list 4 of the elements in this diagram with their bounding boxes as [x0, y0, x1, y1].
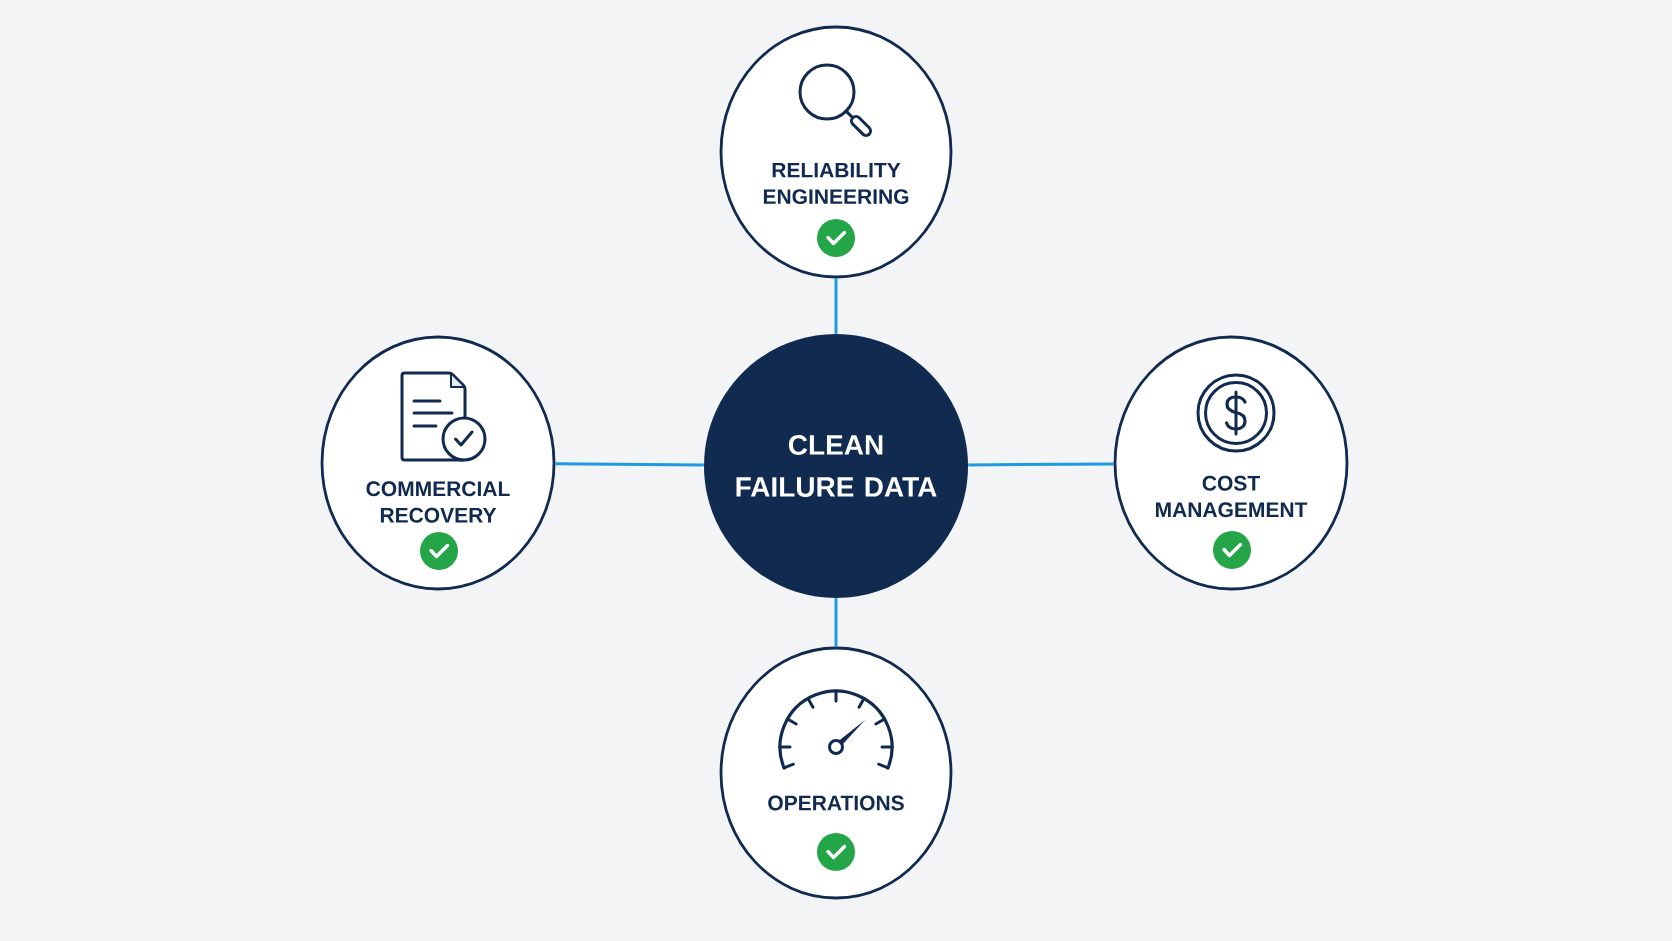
- connector-line: [555, 462, 704, 467]
- connector-line: [968, 462, 1114, 467]
- connector-line: [834, 278, 838, 334]
- connector-line: [834, 598, 838, 647]
